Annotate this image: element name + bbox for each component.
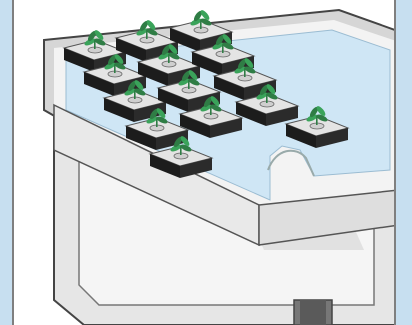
- hydroponic-system-illustration: [14, 0, 396, 325]
- illustration-frame: [12, 0, 396, 325]
